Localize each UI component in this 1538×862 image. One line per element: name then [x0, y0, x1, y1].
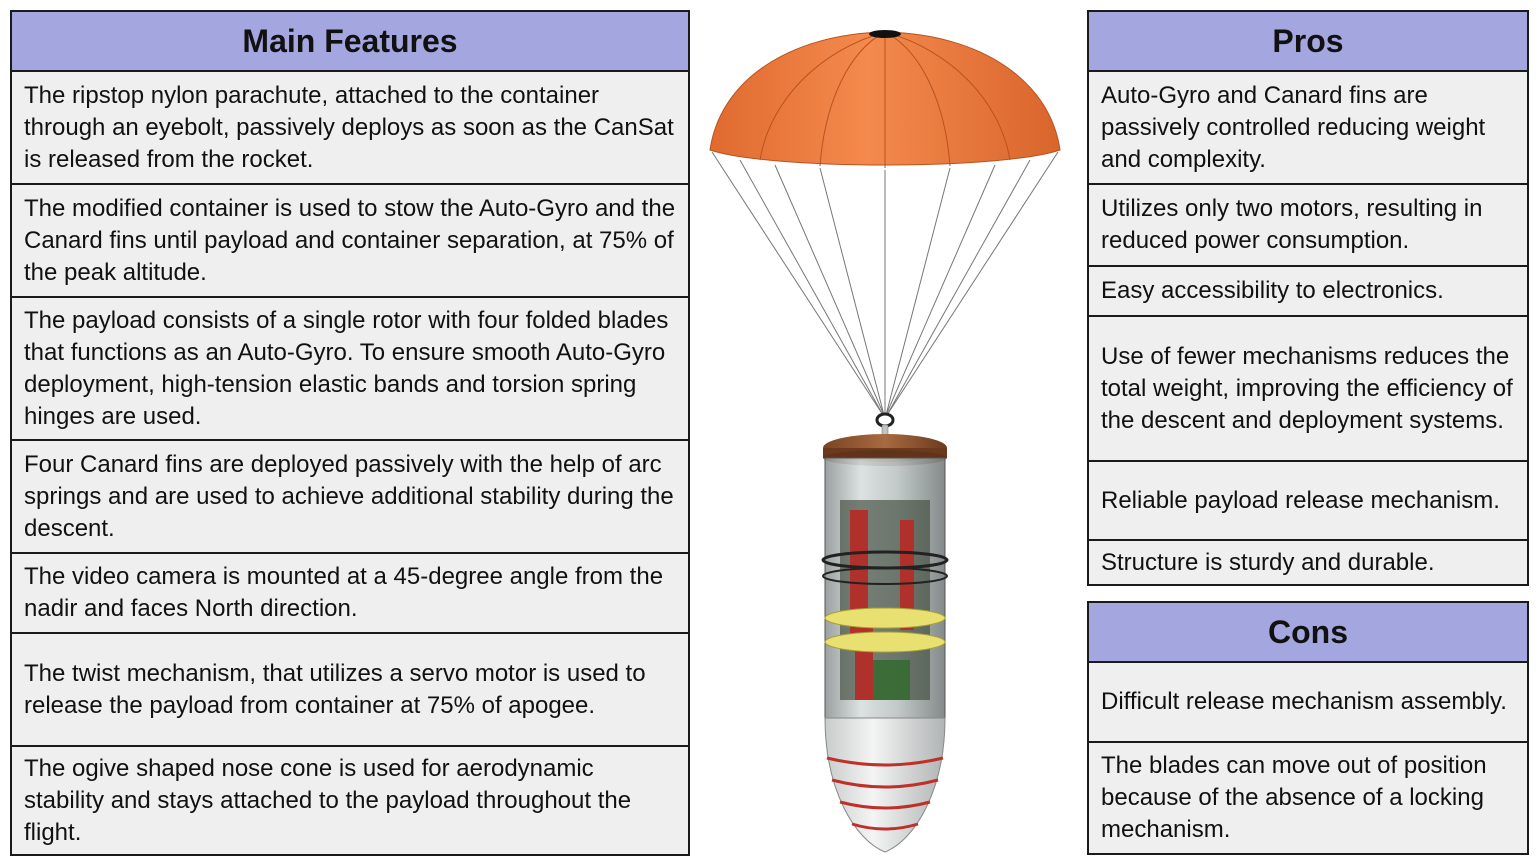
- pros-panel: Pros Auto-Gyro and Canard fins are passi…: [1087, 10, 1529, 586]
- pros-text: Reliable payload release mechanism.: [1101, 486, 1500, 514]
- feature-row: The video camera is mounted at a 45-degr…: [12, 554, 688, 634]
- feature-text: The twist mechanism, that utilizes a ser…: [24, 659, 646, 719]
- pros-text: Auto-Gyro and Canard fins are passively …: [1101, 81, 1486, 173]
- pros-row: Easy accessibility to electronics.: [1089, 267, 1527, 317]
- pros-title: Pros: [1089, 12, 1527, 72]
- feature-row: The ogive shaped nose cone is used for a…: [12, 747, 688, 854]
- container-body: [821, 457, 949, 719]
- feature-text: Four Canard fins are deployed passively …: [24, 450, 674, 542]
- feature-row: The modified container is used to stow t…: [12, 185, 688, 298]
- feature-text: The ogive shaped nose cone is used for a…: [24, 754, 632, 846]
- feature-text: The ripstop nylon parachute, attached to…: [24, 81, 674, 173]
- feature-row: Four Canard fins are deployed passively …: [12, 441, 688, 554]
- pros-row: Auto-Gyro and Canard fins are passively …: [1089, 72, 1527, 185]
- pros-text: Use of fewer mechanisms reduces the tota…: [1101, 342, 1513, 434]
- main-features-panel: Main Features The ripstop nylon parachut…: [10, 10, 690, 856]
- feature-row: The payload consists of a single rotor w…: [12, 298, 688, 441]
- cons-row: The blades can move out of position beca…: [1089, 743, 1527, 853]
- feature-text: The modified container is used to stow t…: [24, 194, 676, 286]
- cons-text: The blades can move out of position beca…: [1101, 752, 1487, 843]
- parachute-canopy: [709, 30, 1061, 168]
- pros-row: Utilizes only two motors, resulting in r…: [1089, 185, 1527, 267]
- feature-text: The payload consists of a single rotor w…: [24, 306, 669, 430]
- cons-text: Difficult release mechanism assembly.: [1101, 688, 1507, 715]
- cansat-illustration: [709, 30, 1061, 853]
- feature-text: The video camera is mounted at a 45-degr…: [24, 563, 664, 622]
- cons-title: Cons: [1089, 603, 1527, 663]
- pros-text: Utilizes only two motors, resulting in r…: [1101, 195, 1483, 254]
- feature-row: The ripstop nylon parachute, attached to…: [12, 72, 688, 185]
- main-features-title: Main Features: [12, 12, 688, 72]
- nose-cone: [824, 717, 946, 853]
- cons-row: Difficult release mechanism assembly.: [1089, 663, 1527, 743]
- cons-panel: Cons Difficult release mechanism assembl…: [1087, 601, 1529, 855]
- pros-text: Easy accessibility to electronics.: [1101, 277, 1444, 304]
- pros-row: Use of fewer mechanisms reduces the tota…: [1089, 317, 1527, 462]
- pros-row: Structure is sturdy and durable.: [1089, 541, 1527, 584]
- feature-row: The twist mechanism, that utilizes a ser…: [12, 634, 688, 747]
- suspension-lines: [711, 151, 1059, 416]
- pros-row: Reliable payload release mechanism.: [1089, 462, 1527, 541]
- pros-text: Structure is sturdy and durable.: [1101, 548, 1435, 576]
